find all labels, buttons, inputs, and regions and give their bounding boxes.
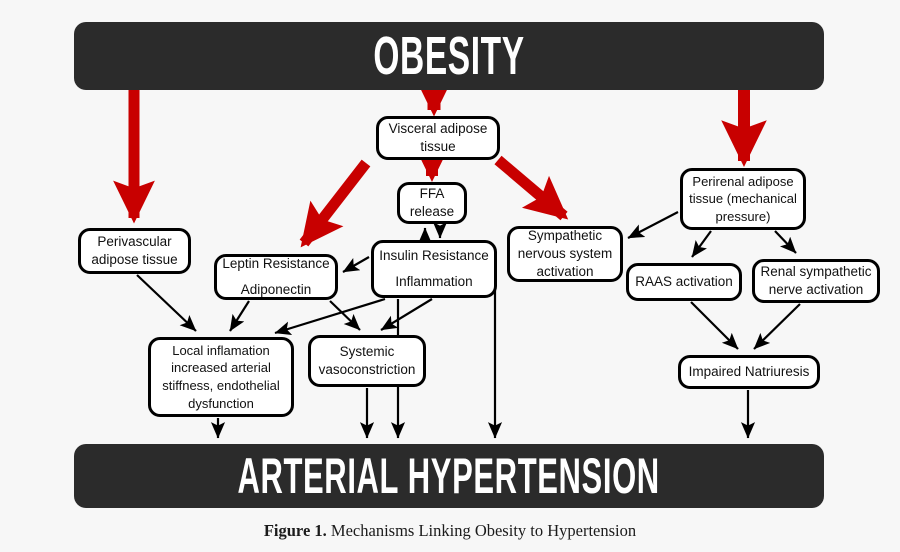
node-visceral-adipose-tissue-label: Visceral adipose tissue xyxy=(388,120,488,154)
node-impaired-natriuresis-label: Impaired Natriuresis xyxy=(688,363,810,379)
arrow-insulin-to-local xyxy=(274,297,386,336)
node-impaired-natriuresis: Impaired Natriuresis xyxy=(678,355,820,389)
arterial-hypertension-banner: ARTERIAL HYPERTENSION xyxy=(74,444,824,508)
figure-caption-text: Mechanisms Linking Obesity to Hypertensi… xyxy=(326,521,637,540)
node-perirenal-adipose-tissue: Perirenal adipose tissue (mechanical pre… xyxy=(680,168,806,230)
node-leptin-resistance-adiponectin-label: Leptin Resistance Adiponectin xyxy=(222,256,330,297)
arrow-perirenal-to-renal-sympathetic xyxy=(774,230,797,254)
node-insulin-resistance-inflammation-label: Insulin Resistance Inflammation xyxy=(379,248,489,289)
obesity-banner-label: OBESITY xyxy=(373,26,525,86)
node-perivascular-adipose-tissue: Perivascular adipose tissue xyxy=(78,228,191,274)
node-systemic-vasoconstriction: Systemic vasoconstriction xyxy=(308,335,426,387)
node-visceral-adipose-tissue: Visceral adipose tissue xyxy=(376,116,500,160)
node-perirenal-adipose-tissue-label: Perirenal adipose tissue (mechanical pre… xyxy=(689,173,797,224)
node-raas-activation: RAAS activation xyxy=(626,263,742,301)
node-local-inflammation: Local inflamation increased arterial sti… xyxy=(148,337,294,417)
arterial-hypertension-banner-label: ARTERIAL HYPERTENSION xyxy=(237,448,661,504)
arrow-insulin-to-systemic xyxy=(380,298,433,331)
obesity-banner: OBESITY xyxy=(74,22,824,90)
arrow-renal-sympathetic-to-natriuresis xyxy=(753,303,801,350)
arrow-insulin-to-leptin xyxy=(342,256,370,273)
arrow-leptin-to-local xyxy=(229,300,250,332)
node-ffa-release: FFA release xyxy=(397,182,467,224)
node-leptin-resistance-adiponectin: Leptin Resistance Adiponectin xyxy=(214,254,338,300)
red-arrow-visceral-to-sympathetic xyxy=(494,155,569,221)
node-sympathetic-nervous-system-activation: Sympathetic nervous system activation xyxy=(507,226,623,282)
red-arrow-visceral-to-leptin xyxy=(299,159,371,248)
arrow-perivascular-to-local xyxy=(136,274,197,332)
arrow-raas-to-natriuresis xyxy=(690,301,739,350)
node-sympathetic-nervous-system-activation-label: Sympathetic nervous system activation xyxy=(517,227,613,280)
arrow-perirenal-to-sympathetic xyxy=(627,211,679,239)
node-perivascular-adipose-tissue-label: Perivascular adipose tissue xyxy=(91,233,178,267)
node-systemic-vasoconstriction-label: Systemic vasoconstriction xyxy=(318,343,416,377)
node-insulin-resistance-inflammation: Insulin Resistance Inflammation xyxy=(371,240,497,298)
node-renal-sympathetic-nerve-activation: Renal sympathetic nerve activation xyxy=(752,259,880,303)
node-raas-activation-label: RAAS activation xyxy=(635,273,733,289)
node-ffa-release-label: FFA release xyxy=(409,185,455,219)
node-renal-sympathetic-nerve-activation-label: Renal sympathetic nerve activation xyxy=(760,263,872,297)
arrow-leptin-to-systemic xyxy=(329,300,361,331)
node-local-inflammation-label: Local inflamation increased arterial sti… xyxy=(162,342,280,411)
figure-caption-prefix: Figure 1. xyxy=(263,521,327,540)
arrow-perirenal-to-raas xyxy=(691,230,712,258)
figure-caption: Figure 1. Mechanisms Linking Obesity to … xyxy=(0,521,900,541)
